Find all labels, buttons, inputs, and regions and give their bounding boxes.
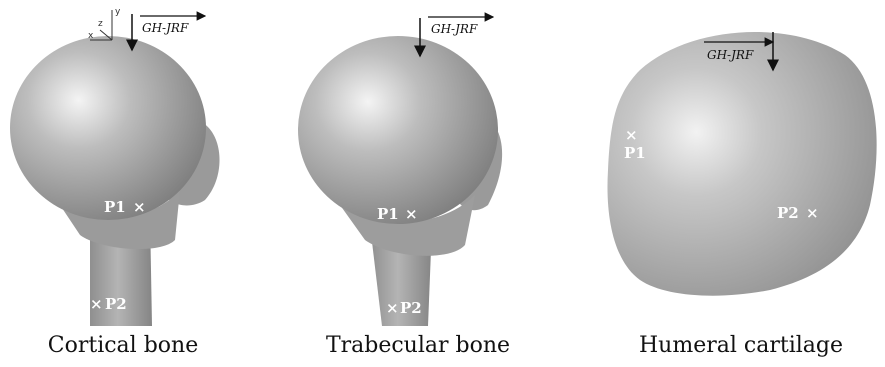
axis-label-z: z [98, 19, 103, 29]
caption-humeral-cartilage: Humeral cartilage [626, 333, 856, 358]
humeral-cartilage-figure: GH-JRF × P1 P2 × [607, 32, 876, 296]
axis-label-x: x [88, 31, 94, 41]
force-label: GH-JRF [707, 48, 754, 62]
point-p2-mark: × [386, 299, 399, 317]
point-p2-mark: × [806, 204, 819, 222]
caption-cortical-bone: Cortical bone [38, 333, 208, 358]
axis-label-y: y [115, 7, 121, 17]
point-p1-label: P1 [624, 144, 646, 162]
point-p1-label: P1 [104, 198, 126, 216]
cartilage-shell [607, 32, 876, 296]
point-p2-label: P2 [105, 295, 127, 313]
point-p1-mark: × [133, 198, 146, 216]
point-p1-label: P1 [377, 205, 399, 223]
force-label: GH-JRF [142, 21, 189, 35]
point-p1-mark: × [625, 126, 638, 144]
point-p2-label: P2 [400, 299, 422, 317]
point-p1-mark: × [405, 205, 418, 223]
caption-trabecular-bone: Trabecular bone [318, 333, 518, 358]
trabecular-bone-figure: GH-JRF P1 × × P2 [298, 17, 502, 326]
coordinate-axes: y x z [88, 7, 121, 41]
cortical-bone-figure: y x z GH-JRF P1 × × P2 [10, 7, 220, 326]
point-p2-label: P2 [777, 204, 799, 222]
point-p2-mark: × [90, 295, 103, 313]
force-label: GH-JRF [431, 22, 478, 36]
trabecular-humeral-head [298, 36, 498, 224]
cortical-humeral-head [10, 36, 206, 220]
